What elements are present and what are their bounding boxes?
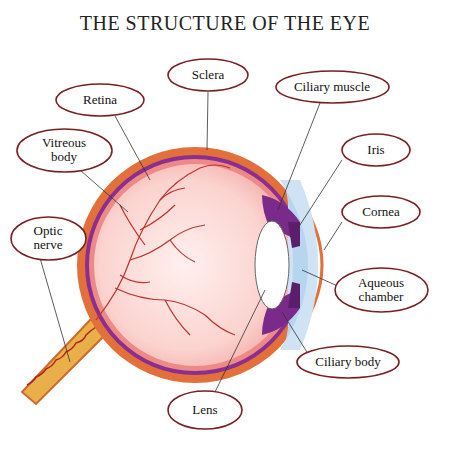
- optic-nerve: [22, 318, 104, 404]
- retina-vessels: [96, 165, 235, 335]
- part-label: Cornea: [362, 205, 400, 219]
- label-oval: Aqueous chamber: [334, 267, 429, 313]
- part-label: Vitreous body: [32, 136, 96, 163]
- label-oval: Ciliary body: [296, 345, 400, 379]
- iris-upper: [288, 222, 300, 248]
- label-oval: Ciliary muscle: [275, 70, 390, 104]
- lens-shape: [255, 221, 289, 309]
- choroid-shape: [85, 155, 305, 375]
- label-oval: Retina: [55, 83, 145, 117]
- part-label: Sclera: [192, 68, 224, 82]
- diagram-title: THE STRUCTURE OF THE EYE: [0, 12, 450, 35]
- label-oval: Iris: [341, 133, 411, 167]
- part-label: Retina: [83, 93, 117, 107]
- part-label: Optic nerve: [23, 224, 73, 251]
- part-label: Ciliary muscle: [294, 80, 370, 94]
- label-oval: Cornea: [341, 195, 421, 229]
- part-label: Lens: [192, 403, 217, 417]
- label-oval: Sclera: [167, 58, 249, 92]
- part-label: Iris: [367, 143, 384, 157]
- part-label: Ciliary body: [315, 355, 380, 369]
- iris-lower: [288, 282, 300, 308]
- nerve-vessel: [27, 327, 96, 385]
- retina-shape: [89, 159, 301, 371]
- label-oval: Vitreous body: [16, 128, 113, 173]
- part-label: Aqueous chamber: [350, 276, 412, 303]
- vitreous-shape: [94, 164, 296, 366]
- label-oval: Lens: [167, 390, 243, 430]
- sclera-shape: [77, 147, 313, 383]
- label-oval: Optic nerve: [10, 216, 87, 261]
